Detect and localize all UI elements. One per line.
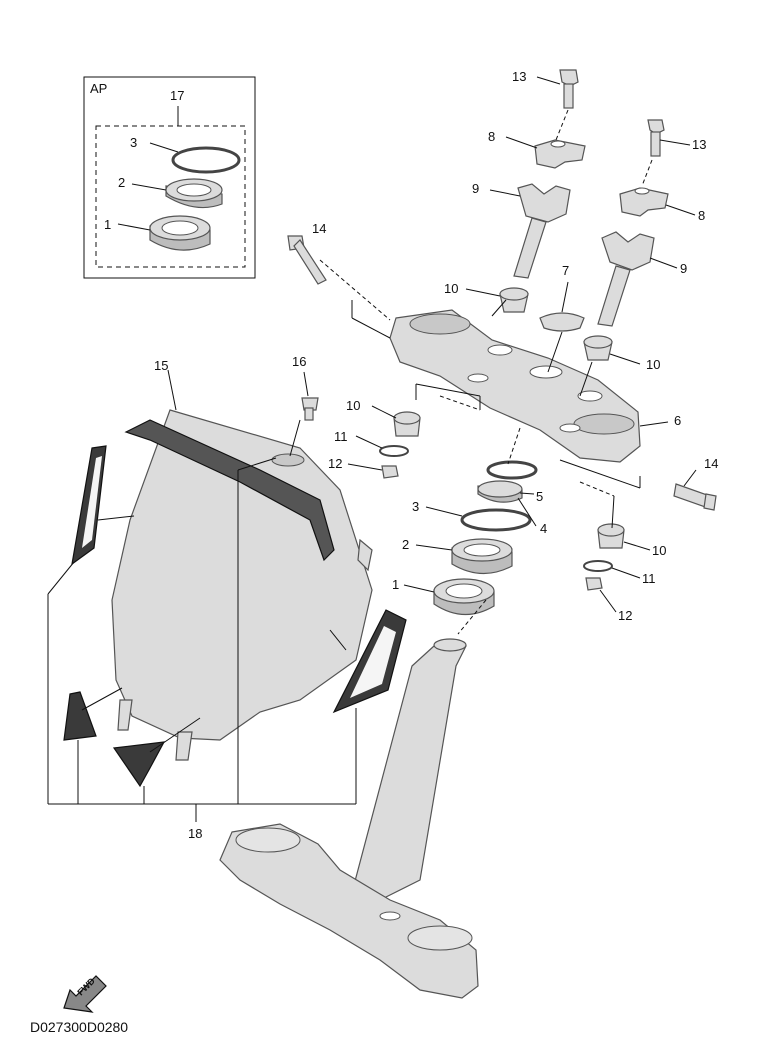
callout-10: 10 <box>652 543 666 558</box>
callout-1: 1 <box>392 577 399 592</box>
callout-11: 11 <box>642 571 656 586</box>
kit-upper-bearing <box>165 178 223 209</box>
callout-13: 13 <box>692 137 706 152</box>
dampers-and-nuts <box>287 235 717 591</box>
forward-arrow-icon: FWD <box>63 975 107 1013</box>
callout-1: 1 <box>104 217 111 232</box>
ap-box-label: AP <box>90 81 107 96</box>
callout-5: 5 <box>536 489 543 504</box>
callout-3: 3 <box>412 499 419 514</box>
callout-10: 10 <box>646 357 660 372</box>
callout-6: 6 <box>674 413 681 428</box>
number-plate <box>111 409 373 761</box>
callout-13: 13 <box>512 69 526 84</box>
callout-4: 4 <box>540 521 547 536</box>
upper-bracket <box>389 309 641 463</box>
callout-10: 10 <box>444 281 458 296</box>
callout-17: 17 <box>170 88 184 103</box>
callout-12: 12 <box>328 456 342 471</box>
callout-labels: AP 17 3 2 1 13 8 13 9 8 9 14 10 7 10 15 … <box>30 69 718 1035</box>
upper-handlebar-holders <box>513 69 669 327</box>
drawing-code: D027300D0280 <box>30 1019 128 1035</box>
decal-set <box>63 445 407 788</box>
kit-lower-bearing <box>149 215 211 251</box>
callout-9: 9 <box>680 261 687 276</box>
callout-7: 7 <box>562 263 569 278</box>
callout-14: 14 <box>704 456 718 471</box>
callout-18: 18 <box>188 826 202 841</box>
callout-16: 16 <box>292 354 306 369</box>
steering-bearings <box>433 460 538 616</box>
kit-seal-ring <box>171 146 241 174</box>
callout-9: 9 <box>472 181 479 196</box>
callout-8: 8 <box>488 129 495 144</box>
callout-14: 14 <box>312 221 326 236</box>
callout-10: 10 <box>346 398 360 413</box>
leader-lines <box>47 76 697 822</box>
steering-stem <box>219 638 479 999</box>
callout-2: 2 <box>118 175 125 190</box>
ap-kit-box <box>83 76 256 279</box>
callout-15: 15 <box>154 358 168 373</box>
callout-11: 11 <box>334 429 348 444</box>
callout-3: 3 <box>130 135 137 150</box>
callout-8: 8 <box>698 208 705 223</box>
callout-2: 2 <box>402 537 409 552</box>
callout-12: 12 <box>618 608 632 623</box>
